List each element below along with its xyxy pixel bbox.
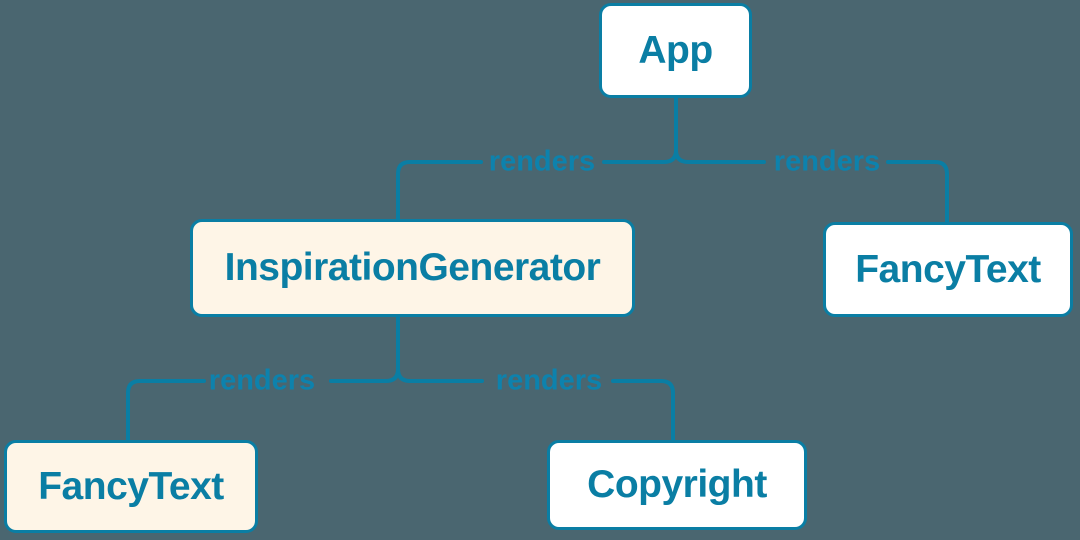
edge-label-renders-app-fancy: renders <box>773 145 881 178</box>
edge-app-fancy-stem <box>674 96 766 164</box>
edge-inspgen-copyright-tail <box>611 379 675 443</box>
node-copyright: Copyright <box>547 440 807 530</box>
node-inspiration-generator: InspirationGenerator <box>190 219 635 317</box>
edge-inspgen-copyright-stem <box>396 314 484 383</box>
edge-app-inspgen-stem <box>602 96 678 164</box>
edge-label-renders-inspgen-fancy: renders <box>208 364 316 397</box>
node-fancy-text-left: FancyText <box>4 440 258 533</box>
edge-label-renders-inspgen-copyright: renders <box>495 364 603 397</box>
edge-app-inspgen-tail <box>396 160 483 222</box>
node-fancy-text-right: FancyText <box>823 222 1073 317</box>
edge-inspgen-fancy-stem <box>329 314 400 383</box>
edge-inspgen-fancy-tail <box>126 379 206 443</box>
node-app: App <box>599 3 752 98</box>
edge-app-fancy-tail <box>886 160 949 225</box>
edge-label-renders-app-inspgen: renders <box>488 145 596 178</box>
